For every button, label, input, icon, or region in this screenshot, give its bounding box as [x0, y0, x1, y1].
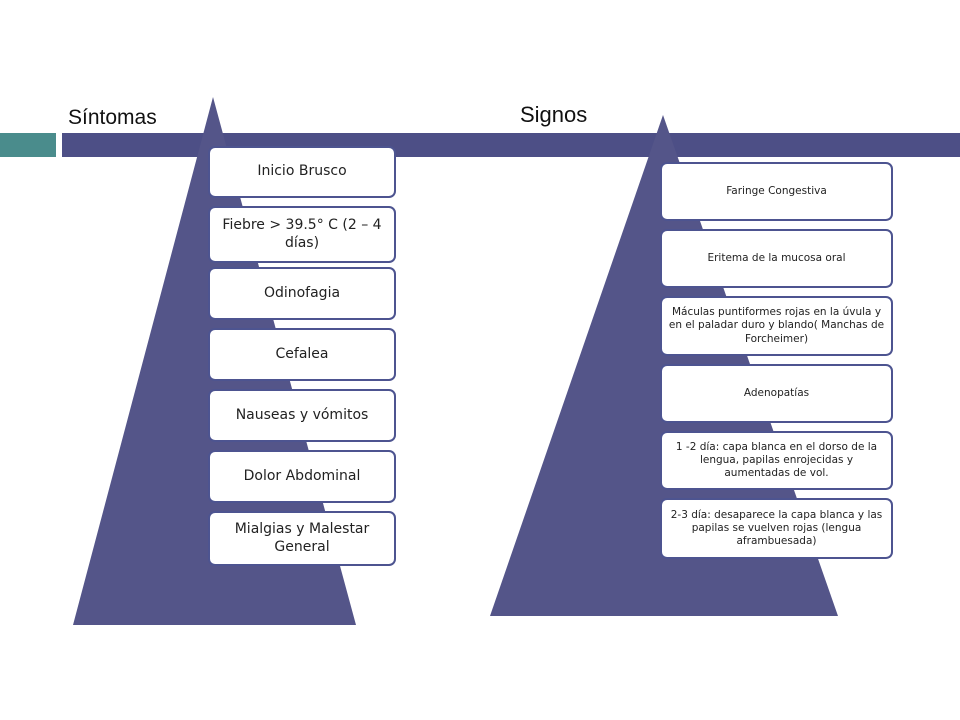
sintomas-title: Síntomas	[68, 106, 157, 129]
sintoma-box: Inicio Brusco	[208, 146, 396, 198]
signos-title: Signos	[520, 102, 588, 127]
sintoma-box: Cefalea	[208, 328, 396, 381]
signo-box: 2-3 día: desaparece la capa blanca y las…	[660, 498, 893, 559]
signo-box: Faringe Congestiva	[660, 162, 893, 221]
signo-box: Adenopatías	[660, 364, 893, 423]
sintoma-box: Dolor Abdominal	[208, 450, 396, 503]
signo-box: Eritema de la mucosa oral	[660, 229, 893, 288]
sintoma-box: Mialgias y Malestar General	[208, 511, 396, 566]
sintoma-box: Fiebre > 39.5° C (2 – 4 días)	[208, 206, 396, 263]
sintoma-box: Nauseas y vómitos	[208, 389, 396, 442]
signo-box: 1 -2 día: capa blanca en el dorso de la …	[660, 431, 893, 490]
signo-box: Máculas puntiformes rojas en la úvula y …	[660, 296, 893, 356]
accent-block	[0, 133, 56, 157]
sintoma-box: Odinofagia	[208, 267, 396, 320]
